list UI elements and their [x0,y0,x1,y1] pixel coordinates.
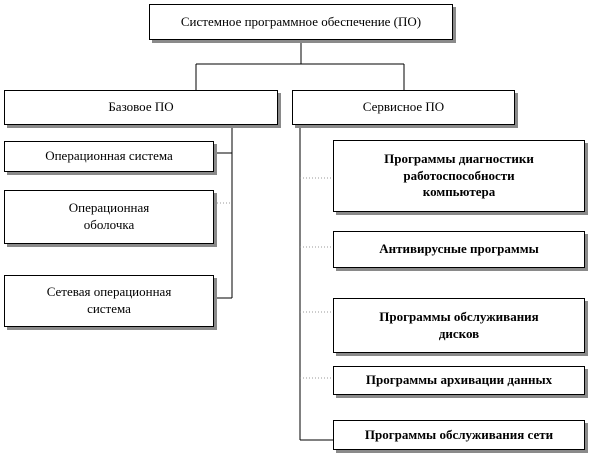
service-child-label: Антивирусные программы [379,241,539,257]
base-child-network-os: Сетевая операционная система [4,275,214,327]
service-child-disk-maintenance: Программы обслуживания дисков [333,298,585,353]
service-child-diagnostics: Программы диагностики работоспособности … [333,140,585,212]
base-software-node: Базовое ПО [4,90,278,125]
base-software-label: Базовое ПО [108,99,174,115]
service-software-label: Сервисное ПО [362,99,445,115]
service-software-node: Сервисное ПО [292,90,515,125]
service-child-label: Программы обслуживания сети [364,426,554,442]
service-child-label: Программы обслуживания дисков [379,308,539,341]
service-child-label: Программы архивации данных [365,372,553,388]
service-child-network-maintenance: Программы обслуживания сети [333,420,585,450]
service-child-antivirus: Антивирусные программы [333,231,585,268]
root-node: Системное программное обеспечение (ПО) [149,4,453,40]
base-child-label: Сетевая операционная система [46,284,172,316]
base-child-operating-shell: Операционная оболочка [4,190,214,244]
base-child-label: Операционная оболочка [68,200,150,232]
root-node-label: Системное программное обеспечение (ПО) [180,13,422,29]
service-child-label: Программы диагностики работоспособности … [384,150,534,200]
base-child-label: Операционная система [45,148,173,164]
service-child-archiving: Программы архивации данных [333,366,585,395]
base-child-operating-system: Операционная система [4,141,214,172]
